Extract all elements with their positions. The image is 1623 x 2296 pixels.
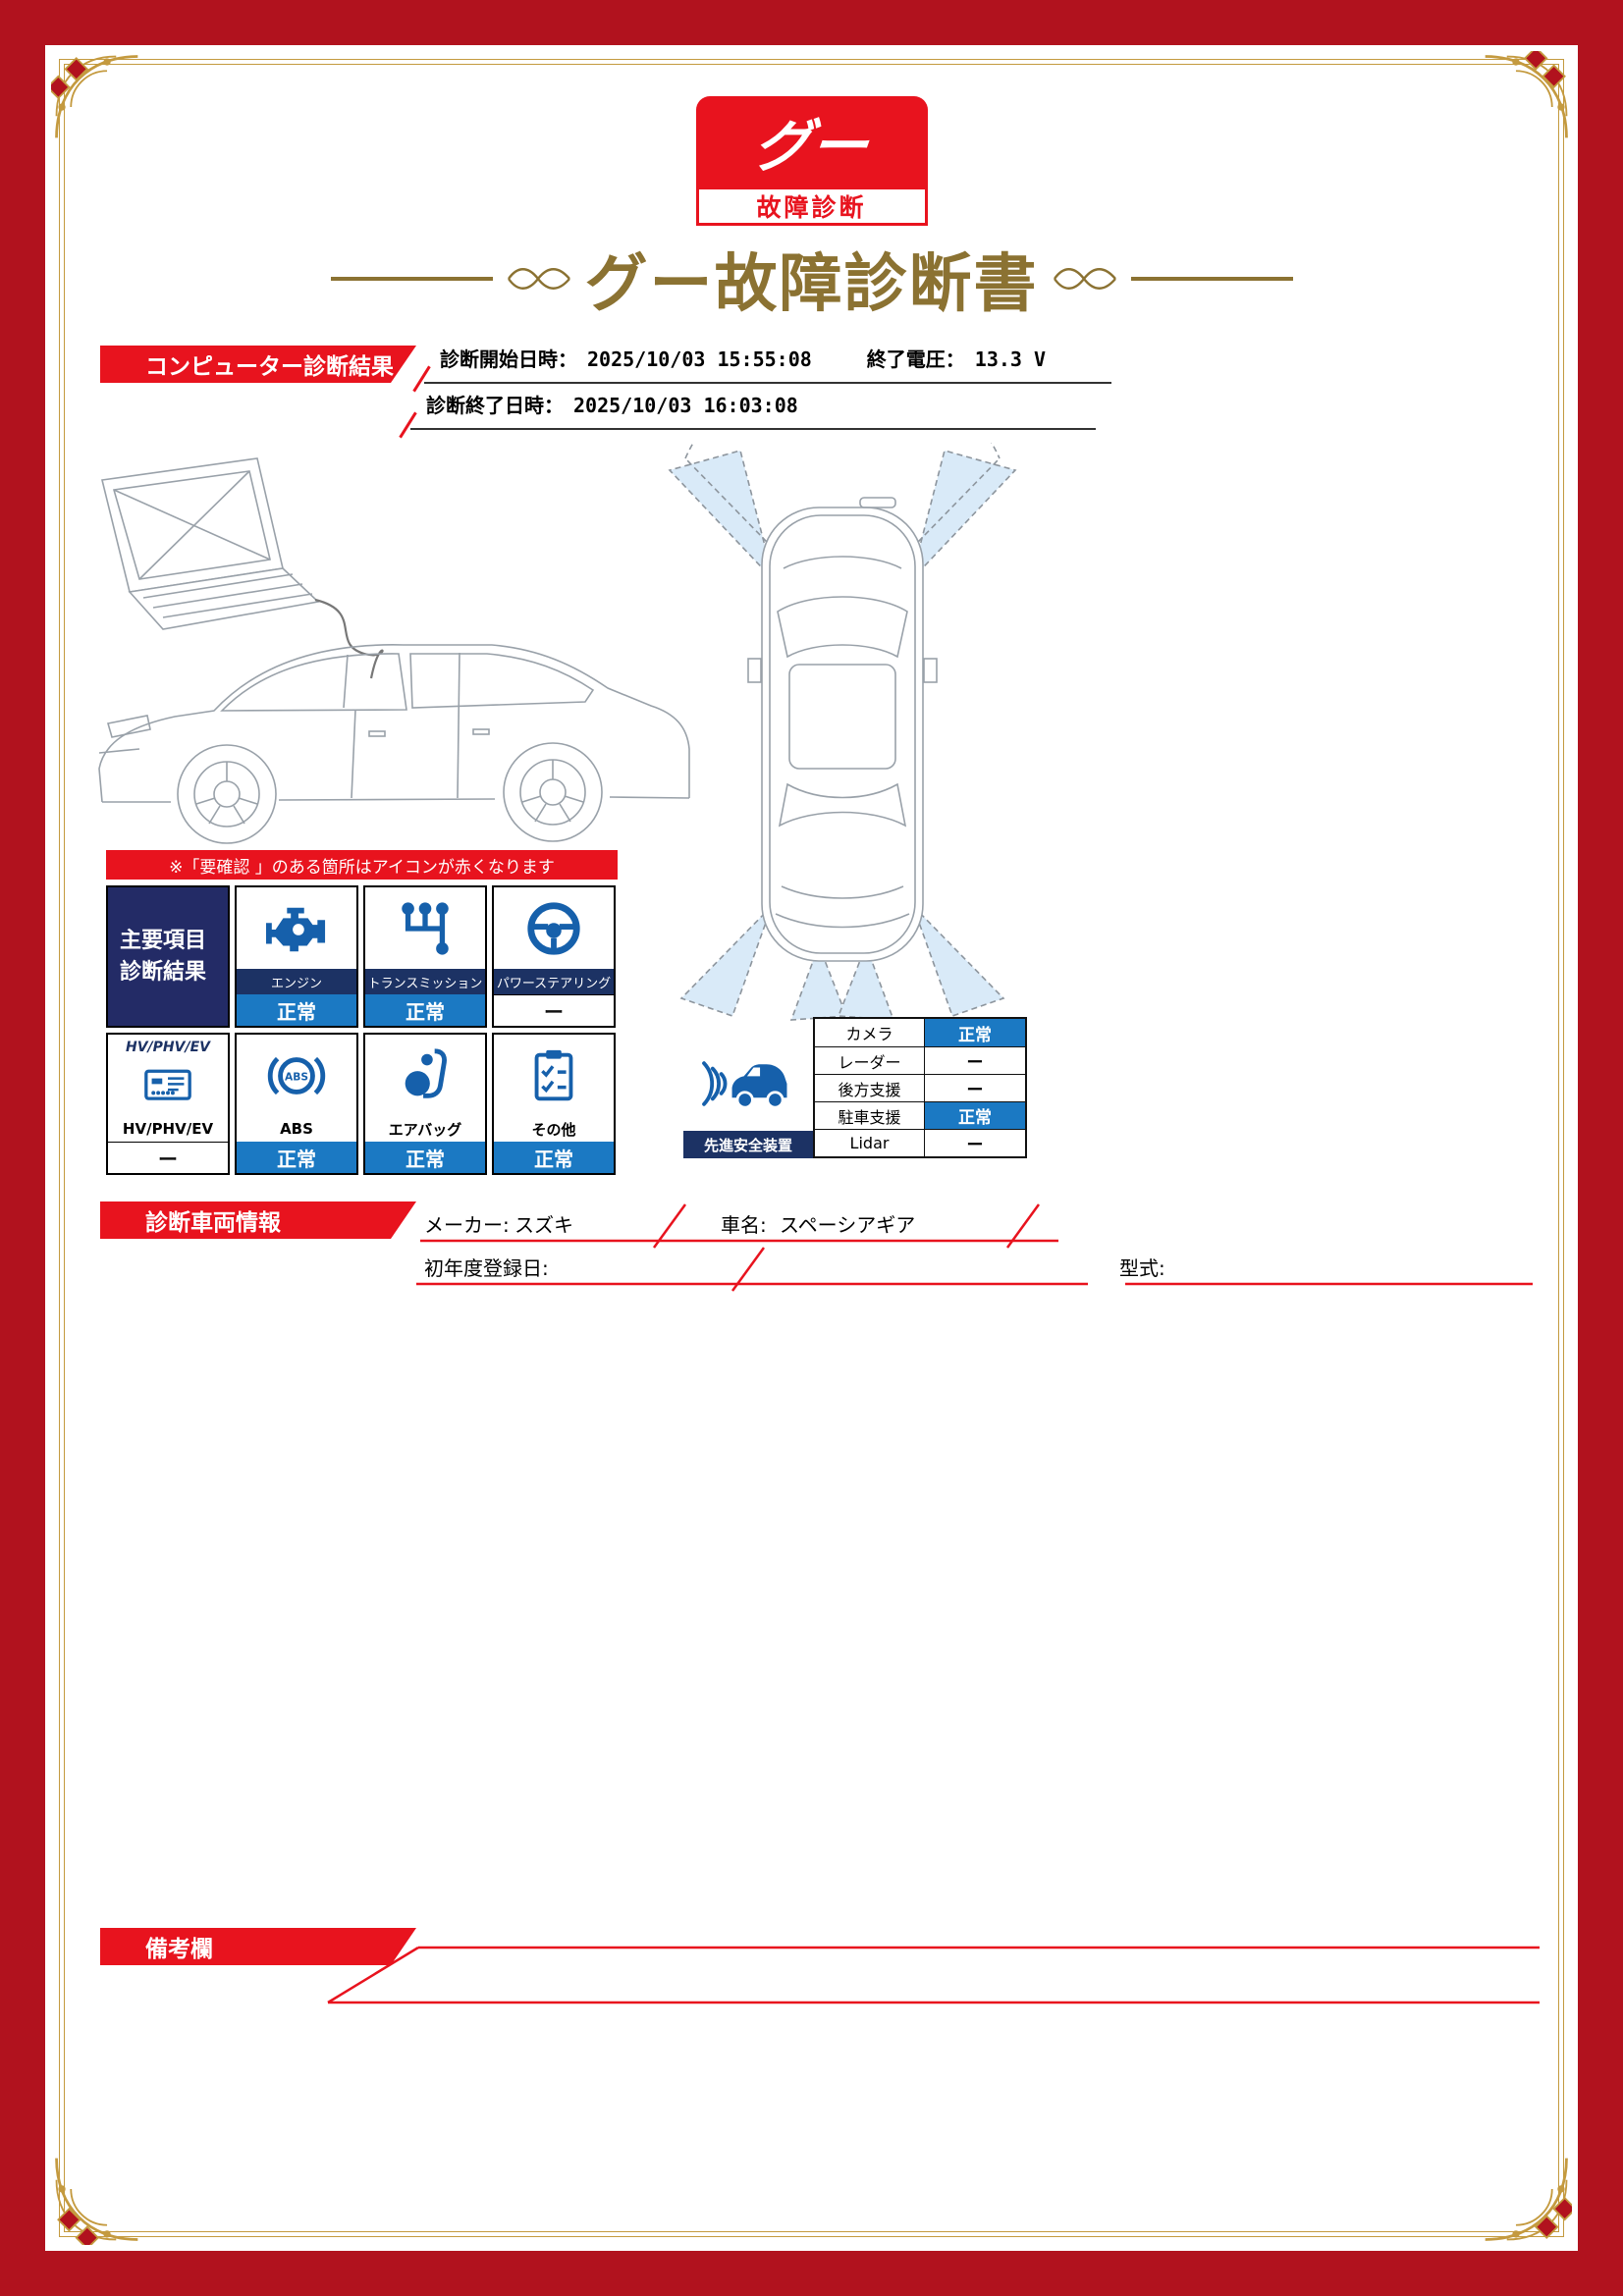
hv-title: HV/PHV/EV <box>126 1040 210 1055</box>
item-abs: ABS ABS 正常 <box>235 1033 358 1175</box>
status-badge: ー <box>925 1075 1025 1101</box>
table-row: 駐車支援 正常 <box>815 1101 1025 1129</box>
first-registration-label: 初年度登録日: <box>424 1256 549 1280</box>
safety-section-title: 先進安全装置 <box>683 1131 813 1158</box>
status-badge: 正常 <box>237 1142 356 1173</box>
airbag-seat-icon <box>365 1035 485 1116</box>
maker-value: スズキ <box>514 1213 573 1237</box>
abs-brake-icon: ABS <box>237 1035 356 1116</box>
safety-row-label: Lidar <box>815 1130 925 1156</box>
end-datetime-value: 2025/10/03 16:03:08 <box>573 394 798 417</box>
header-line-1: 主要項目 <box>120 928 207 953</box>
computer-diagnosis-banner: コンピューター診断結果 <box>100 346 416 383</box>
diagnosis-end-row: 診断終了日時： 2025/10/03 16:03:08 <box>399 384 1096 439</box>
car-name-label: 車名: <box>721 1213 767 1237</box>
car-name-value: スペーシアギア <box>780 1213 916 1237</box>
item-other: その他 正常 <box>492 1033 616 1175</box>
flourish-icon <box>1053 268 1116 290</box>
vehicle-info-row-1: メーカー: スズキ 車名: スペーシアギア <box>424 1209 1563 1239</box>
item-airbag: エアバッグ 正常 <box>363 1033 487 1175</box>
corner-ornament-icon <box>1482 2155 1572 2245</box>
table-row: 後方支援 ー <box>815 1074 1025 1101</box>
transmission-shifter-icon <box>365 887 485 969</box>
status-badge: ー <box>108 1142 228 1173</box>
start-datetime-value: 2025/10/03 15:55:08 <box>587 347 812 371</box>
corner-ornament-icon <box>51 51 141 141</box>
goo-logo-mark: グー <box>695 96 928 187</box>
car-side-view-illustration <box>98 644 690 844</box>
item-engine: エンジン 正常 <box>235 885 358 1028</box>
goo-logo-text: グー <box>750 113 872 180</box>
obd-cable-illustration <box>314 598 384 679</box>
status-badge: 正常 <box>925 1019 1025 1046</box>
item-power-steering: パワーステアリング ー <box>492 885 616 1028</box>
diagnosis-results-grid: 主要項目 診断結果 エンジン 正常 トランスミッション 正常 <box>106 885 616 1175</box>
start-datetime-label: 診断開始日時： <box>440 347 577 371</box>
status-badge: ー <box>494 994 614 1026</box>
remarks-banner: 備考欄 <box>100 1928 416 1965</box>
vehicle-diagnosis-illustration <box>98 443 1017 1021</box>
item-label: トランスミッション <box>365 969 485 994</box>
safety-row-label: レーダー <box>815 1047 925 1074</box>
end-voltage-label: 終了電圧： <box>866 347 965 371</box>
title-rule-right <box>1130 277 1293 281</box>
flourish-icon <box>507 268 570 290</box>
maker-label: メーカー: <box>424 1213 510 1237</box>
corner-ornament-icon <box>51 2155 141 2245</box>
title-rule-left <box>330 277 493 281</box>
report-title-row: グー故障診断書 <box>45 234 1578 324</box>
end-datetime-label: 診断終了日時： <box>426 394 564 417</box>
safety-row-label: カメラ <box>815 1019 925 1046</box>
goo-logo: グー 故障診断 <box>695 96 928 226</box>
corner-ornament-icon <box>1482 51 1572 141</box>
status-badge: ー <box>925 1130 1025 1156</box>
ev-control-unit-icon <box>108 1055 228 1116</box>
end-voltage-value: 13.3 V <box>974 347 1047 371</box>
vehicle-info-lines <box>416 1203 1533 1292</box>
table-row: レーダー ー <box>815 1046 1025 1074</box>
page-title: グー故障診断書 <box>584 248 1039 321</box>
safety-table: カメラ 正常 レーダー ー 後方支援 ー 駐車支援 正常 Lidar ー <box>813 1017 1027 1158</box>
status-badge: 正常 <box>494 1142 614 1173</box>
item-label: エアバッグ <box>365 1116 485 1142</box>
item-label: その他 <box>494 1116 614 1142</box>
item-label: HV/PHV/EV <box>108 1116 228 1142</box>
goo-logo-subtitle: 故障診断 <box>695 187 928 226</box>
checklist-clipboard-icon <box>494 1035 614 1116</box>
status-badge: 正常 <box>237 994 356 1026</box>
table-row: Lidar ー <box>815 1129 1025 1156</box>
vehicle-info-row-2: 初年度登録日: 型式: <box>424 1253 1563 1282</box>
item-label: パワーステアリング <box>494 969 614 994</box>
red-slash-icon <box>399 411 417 439</box>
safety-row-label: 駐車支援 <box>815 1102 925 1129</box>
advanced-safety-section: 先進安全装置 カメラ 正常 レーダー ー 後方支援 ー 駐車支援 正常 <box>683 1017 1027 1158</box>
remarks-lines <box>327 1946 1540 2004</box>
status-badge: 正常 <box>925 1102 1025 1129</box>
table-row: カメラ 正常 <box>815 1019 1025 1046</box>
sensor-zones-illustration <box>668 443 1017 1021</box>
main-results-header: 主要項目 診断結果 <box>106 885 230 1028</box>
car-sensor-icon <box>683 1037 813 1131</box>
safety-icon-box: 先進安全装置 <box>683 1037 813 1158</box>
attention-notice-bar: ※「要確認 」のある箇所はアイコンが赤くなります <box>106 850 618 880</box>
car-top-view-illustration <box>747 497 938 962</box>
header-line-2: 診断結果 <box>120 959 207 985</box>
diagnosis-datetime-block: 診断開始日時： 2025/10/03 15:55:08 終了電圧： 13.3 V… <box>399 338 1111 439</box>
item-label: エンジン <box>237 969 356 994</box>
steering-wheel-icon <box>494 887 614 969</box>
diagnosis-start-row: 診断開始日時： 2025/10/03 15:55:08 終了電圧： 13.3 V <box>412 338 1111 393</box>
status-badge: 正常 <box>365 994 485 1026</box>
vehicle-info-banner: 診断車両情報 <box>100 1201 416 1239</box>
status-badge: 正常 <box>365 1142 485 1173</box>
item-label: ABS <box>237 1116 356 1142</box>
safety-row-label: 後方支援 <box>815 1075 925 1101</box>
svg-text:ABS: ABS <box>285 1070 308 1083</box>
item-transmission: トランスミッション 正常 <box>363 885 487 1028</box>
laptop-illustration <box>101 457 320 630</box>
engine-icon <box>237 887 356 969</box>
report-sheet: グー 故障診断 グー故障診断書 コンピューター診断結果 診断開始日時： 2025… <box>45 45 1578 2251</box>
item-hv-phv-ev: HV/PHV/EV HV/PHV/EV ー <box>106 1033 230 1175</box>
model-code-label: 型式: <box>1119 1256 1165 1280</box>
status-badge: ー <box>925 1047 1025 1074</box>
